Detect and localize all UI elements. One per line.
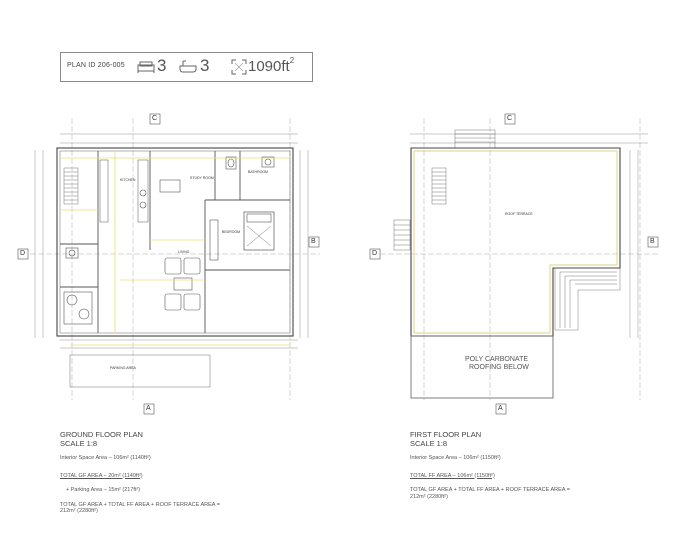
room-label-parking: PARKING AREA [110, 366, 136, 370]
poly-roofing-label-2: ROOFING BELOW [469, 364, 529, 371]
room-label-study: STUDY ROOM [190, 176, 214, 180]
bathroom-count: 3 [200, 56, 210, 75]
ground-total-area: TOTAL GF AREA – 20m² (1140ft²) [60, 472, 143, 479]
grid-marker-d: D [20, 250, 26, 257]
ground-combined-area-2: 212m² (2280ft²) [60, 508, 98, 515]
first-total-area: TOTAL FF AREA – 106m² (1150ft²) [410, 472, 495, 479]
grid-marker-c: C [152, 115, 158, 122]
plan-info-box: PLAN ID 206-005 3 3 1090ft2 [60, 52, 313, 82]
ground-floor-scale: SCALE 1:8 [60, 439, 98, 448]
ground-floor-notes: GROUND FLOOR PLAN SCALE 1:8 Interior Spa… [60, 430, 280, 515]
ground-parking-area: + Parking Area – 15m² (217ft²) [66, 487, 141, 494]
ground-interior-area: Interior Space Area – 106m² (1140ft²) [60, 455, 151, 461]
ground-floor-title: GROUND FLOOR PLAN [60, 430, 143, 439]
bedroom-count: 3 [157, 56, 167, 75]
poly-roofing-label-1: POLY CARBONATE [465, 356, 529, 363]
ff-grid-marker-c: C [507, 115, 513, 122]
ff-grid-marker-b: B [650, 238, 655, 245]
first-floor-title: FIRST FLOOR PLAN [410, 430, 482, 439]
plan-id: PLAN ID 206-005 [67, 62, 125, 69]
area-icon [231, 59, 247, 75]
area-unit: 2 [289, 56, 295, 65]
room-label-bathroom: BATHROOM [248, 170, 268, 174]
first-combined-area-1: TOTAL GF AREA + TOTAL FF AREA + ROOF TER… [410, 487, 570, 494]
grid-marker-a: A [146, 405, 151, 412]
room-label-bedroom: BEDROOM [222, 230, 241, 234]
room-label-kitchen: KITCHEN [120, 178, 136, 182]
first-floor-scale: SCALE 1:8 [410, 439, 448, 448]
ff-grid-marker-d: D [372, 250, 378, 257]
bed-icon [137, 61, 155, 73]
first-combined-area-2: 212m² (2280ft²) [410, 493, 448, 500]
first-interior-area: Interior Space Area – 106m² (1150ft²) [410, 455, 501, 461]
room-label-roof-terrace: ROOF TERRACE [505, 212, 533, 216]
bath-icon [179, 60, 197, 73]
area-value: 1090ft2 [248, 56, 295, 75]
grid-marker-b: B [311, 238, 316, 245]
room-label-living: LIVING [178, 250, 190, 254]
first-floor-notes: FIRST FLOOR PLAN SCALE 1:8 Interior Spac… [410, 430, 630, 500]
ground-combined-area-1: TOTAL GF AREA + TOTAL FF AREA + ROOF TER… [60, 501, 220, 508]
ff-grid-marker-a: A [498, 405, 503, 412]
